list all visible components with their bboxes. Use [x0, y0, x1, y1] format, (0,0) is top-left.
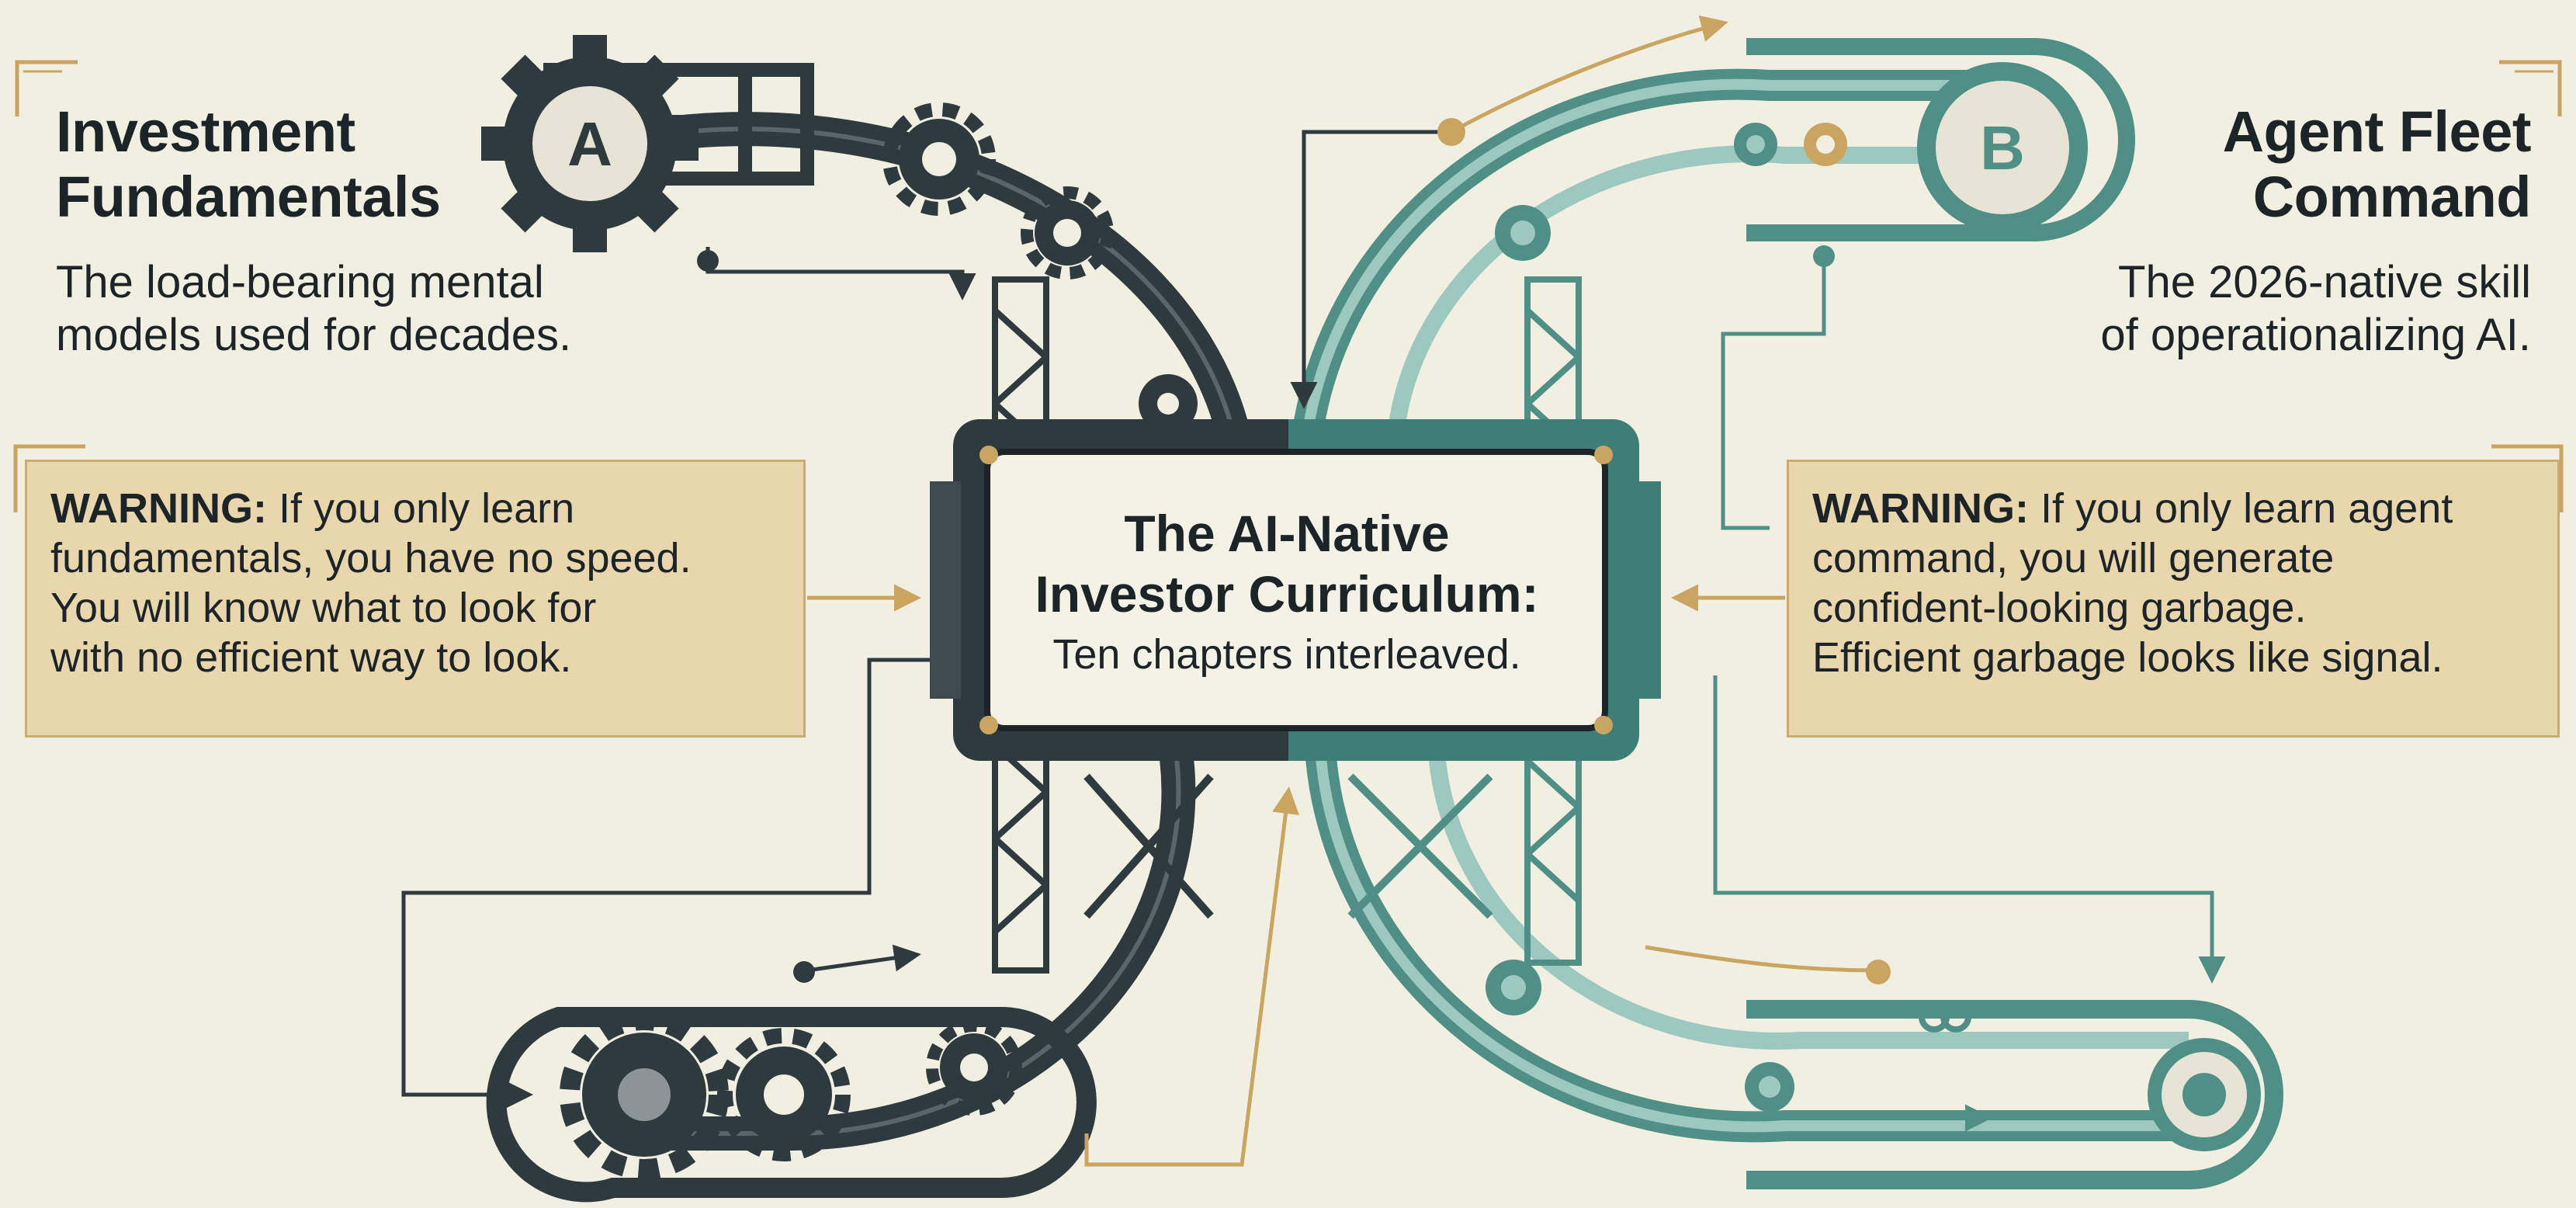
warning-label: WARNING: [50, 485, 267, 532]
warning-left-line: You will know what to look for [50, 585, 597, 631]
right-title: Agent Fleet Command [2222, 99, 2532, 230]
warning-text: If you only learn agent [2028, 485, 2453, 532]
left-title: Investment Fundamentals [56, 99, 441, 230]
warning-right-line: WARNING: If you only learn agent [1812, 484, 2534, 533]
left-description-line: models used for decades. [56, 310, 572, 360]
warning-left-line: fundamentals, you have no speed. [50, 535, 692, 581]
right-description: The 2026-native skill of operationalizin… [2100, 256, 2531, 362]
warning-right-line: command, you will generate [1812, 535, 2335, 581]
right-title-line: Command [2252, 165, 2532, 229]
center-subtitle: Ten chapters interleaved. [1052, 631, 1521, 678]
warning-right-line: Efficient garbage looks like signal. [1812, 634, 2443, 681]
right-bottom-rail [1746, 1000, 2283, 1189]
right-description-line: of operationalizing AI. [2100, 310, 2531, 360]
right-title-line: Agent Fleet [2222, 99, 2532, 164]
center-title: The AI-Native Investor Curriculum: [1035, 503, 1538, 624]
center-title-line: Investor Curriculum: [1035, 565, 1539, 623]
right-track [1288, 38, 2283, 1189]
center-panel [930, 419, 1661, 761]
warning-left-line: WARNING: If you only learn [50, 484, 780, 533]
warning-text: If you only learn [266, 485, 575, 532]
corner-brackets [13, 60, 2564, 512]
left-bottom-rail [486, 1007, 1097, 1203]
center-label: The AI-Native Investor Curriculum: Ten c… [1007, 475, 1566, 708]
warning-label: WARNING: [1812, 485, 2029, 532]
warning-box-left: WARNING: If you only learn fundamentals,… [25, 460, 806, 738]
left-title-line: Investment [56, 99, 355, 164]
connector-arrows [401, 15, 2226, 1167]
badge-a: A [567, 109, 612, 179]
warning-left-line: with no efficient way to look. [50, 634, 572, 681]
badge-b: B [1980, 113, 2025, 182]
left-description-line: The load-bearing mental [56, 257, 544, 307]
center-title-line: The AI-Native [1124, 505, 1450, 562]
warning-right-line: confident-looking garbage. [1812, 585, 2307, 631]
warning-box-right: WARNING: If you only learn agent command… [1787, 460, 2560, 738]
left-title-line: Fundamentals [56, 165, 441, 229]
right-description-line: The 2026-native skill [2118, 257, 2531, 307]
gears: A [481, 35, 2261, 1179]
left-description: The load-bearing mental models used for … [56, 256, 571, 362]
